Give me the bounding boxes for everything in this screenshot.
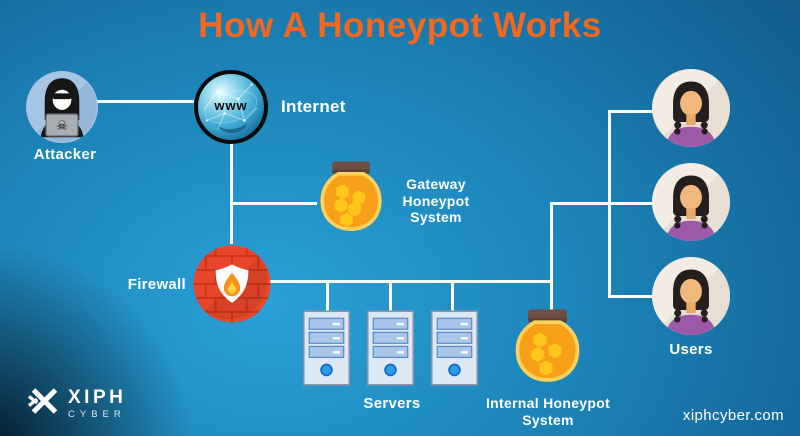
connector-users-trunk [608,110,611,298]
connector-internet-firewall [230,142,233,244]
svg-text:☠: ☠ [56,119,68,134]
firewall-icon [191,243,273,325]
brand-name: XIPH [68,386,127,408]
gateway-honeypot-label: Gateway Honeypot System [402,176,470,226]
internal-honeypot-icon [510,308,585,386]
brand-logo-x-icon [27,386,61,421]
server-icon [367,310,414,386]
users-label: Users [669,341,713,358]
page-title: How A Honeypot Works [198,6,602,45]
internet-label: Internet [281,97,346,116]
connector-user1-stub [608,110,656,113]
www-text: www [214,98,248,113]
brand-division: CYBER [68,408,126,420]
user-avatar-icon [652,69,730,147]
server-icon [303,310,350,386]
connector-firewall-bus [269,280,553,283]
connector-server2-drop [389,283,392,311]
gateway-honeypot-icon [315,160,387,235]
connector-internal-honeypot-drop [550,283,553,310]
firewall-label: Firewall [127,276,186,293]
connector-user3-stub [608,295,656,298]
internet-globe-icon: www [194,70,268,144]
connector-attacker-internet [96,100,194,103]
internal-honeypot-label: Internal Honeypot System [485,395,611,428]
brand-logo: XIPH CYBER [27,386,127,421]
connector-junction-riser [550,202,553,283]
connector-junction-to-users [550,202,656,205]
website-url: xiphcyber.com [682,407,784,424]
user-avatar-icon [652,163,730,241]
attacker-label: Attacker [33,146,97,163]
connector-gateway-branch [232,202,317,205]
attacker-icon: ☠ [26,71,98,143]
connector-server3-drop [451,283,454,311]
connector-server1-drop [326,283,329,311]
servers-label: Servers [363,395,421,412]
user-avatar-icon [652,257,730,335]
server-icon [431,310,478,386]
